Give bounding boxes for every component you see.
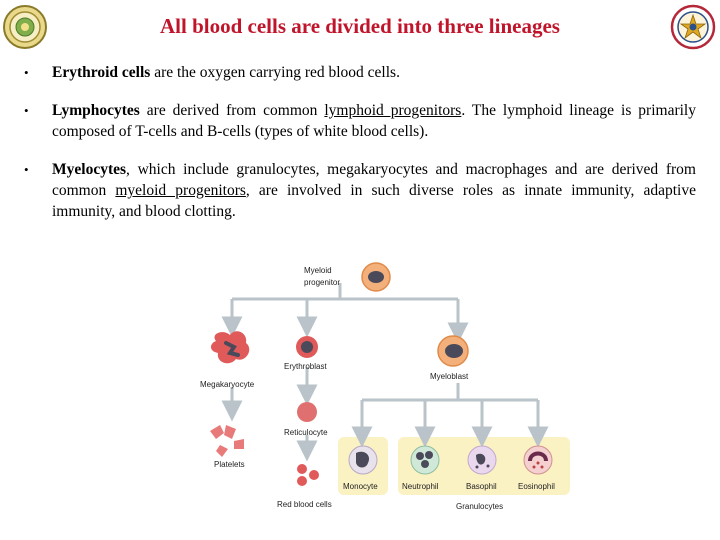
bullet-body: , which include granulocytes, megakaryoc… xyxy=(52,161,696,199)
basophil-cell xyxy=(467,445,497,475)
myeloblast-cell xyxy=(437,335,469,367)
term-erythroid: Erythroid cells xyxy=(52,64,151,81)
megakaryocyte-cell xyxy=(211,331,250,364)
reticulocyte-cell xyxy=(297,402,317,422)
platelets-cells xyxy=(210,425,244,457)
monocyte-cell xyxy=(348,445,378,475)
bullet-body: are the oxygen carrying red blood cells. xyxy=(150,64,400,81)
platelets-label: Platelets xyxy=(214,460,245,469)
monocyte-label: Monocyte xyxy=(343,482,378,491)
bullet-lymphocytes: • Lymphocytes are derived from common ly… xyxy=(24,100,696,142)
bullet-text: Myelocytes, which include granulocytes, … xyxy=(52,159,696,222)
term-myelocytes: Myelocytes xyxy=(52,161,127,178)
bullet-body: . The lymphoid lineage is primarily comp… xyxy=(52,102,696,140)
college-emblem-icon xyxy=(670,4,716,50)
basophil-label: Basophil xyxy=(466,482,497,491)
bullet-marker: • xyxy=(24,65,29,80)
bullet-erythroid: • Erythroid cells are the oxygen carryin… xyxy=(24,62,696,83)
erythroblast-label: Erythroblast xyxy=(284,362,327,371)
university-seal-icon xyxy=(3,5,47,49)
bullet-text: Lymphocytes are derived from common lymp… xyxy=(52,100,696,142)
myeloblast-label: Myeloblast xyxy=(430,372,469,381)
reticulocyte-label: Reticulocyte xyxy=(284,428,328,437)
bullet-marker: • xyxy=(24,103,29,118)
lineage-arrows xyxy=(221,283,549,462)
bullet-body: , are involved in such diverse roles as … xyxy=(52,182,696,220)
megakaryocyte-label: Megakaryocyte xyxy=(200,380,255,389)
bullet-myelocytes: • Myelocytes, which include granulocytes… xyxy=(24,159,696,222)
eosinophil-label: Eosinophil xyxy=(518,482,555,491)
erythroblast-cell xyxy=(296,336,318,358)
myeloid-lineage-diagram: Myeloid progenitor Megakaryocyte Platele… xyxy=(200,262,570,511)
neutrophil-cell xyxy=(410,445,440,475)
page-title: All blood cells are divided into three l… xyxy=(160,14,560,38)
myeloid-progenitor-label: Myeloid xyxy=(304,266,332,275)
neutrophil-label: Neutrophil xyxy=(402,482,439,491)
bullet-text: Erythroid cells are the oxygen carrying … xyxy=(52,62,696,83)
bullet-list: • Erythroid cells are the oxygen carryin… xyxy=(24,62,696,239)
bullet-marker: • xyxy=(24,162,29,177)
myeloid-progenitors-link[interactable]: myeloid progenitors xyxy=(115,182,246,199)
bullet-body: are derived from common xyxy=(139,102,325,119)
lymphoid-progenitors-link[interactable]: lymphoid progenitors xyxy=(324,102,462,119)
eosinophil-cell xyxy=(523,445,553,475)
red-blood-cells xyxy=(297,464,319,486)
myeloid-progenitor-cell xyxy=(361,262,391,292)
term-lymphocytes: Lymphocytes xyxy=(52,102,140,119)
granulocytes-label: Granulocytes xyxy=(456,502,503,511)
myeloid-progenitor-label: progenitor xyxy=(304,278,340,287)
red-blood-cells-label: Red blood cells xyxy=(277,500,332,509)
